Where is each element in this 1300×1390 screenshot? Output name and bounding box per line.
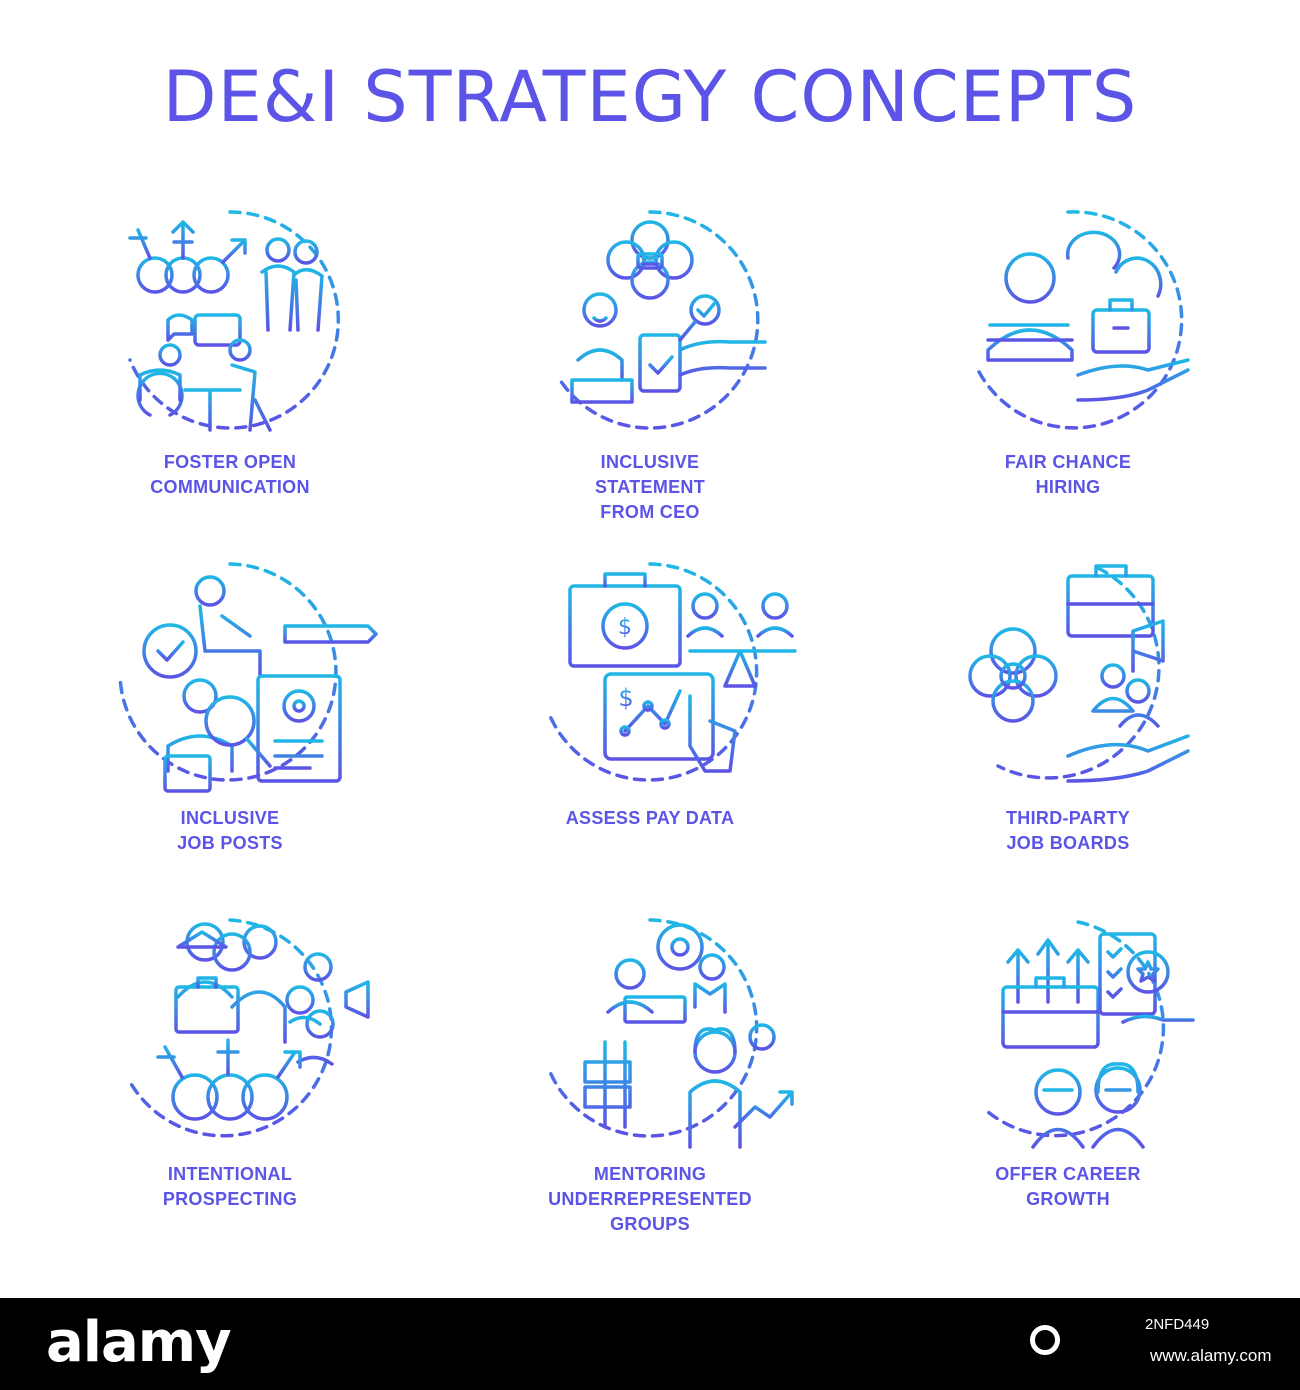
concept-label: FOSTER OPEN COMMUNICATION — [80, 450, 380, 500]
concept-label-line: JOB BOARDS — [1006, 833, 1130, 853]
concept-label: MENTORING UNDERREPRESENTED GROUPS — [500, 1162, 800, 1237]
concept-tile-assess-pay-data: $ $ ASSESS PAY DATA — [500, 556, 800, 916]
site-url: www.alamy.com — [1150, 1346, 1272, 1365]
fair-chance-hiring-icon — [976, 210, 1190, 430]
career-growth-icon — [986, 920, 1195, 1149]
concept-tile-offer-career-growth: OFFER CAREER GROWTH — [918, 912, 1218, 1272]
concept-label-line: STATEMENT — [594, 477, 706, 497]
concept-label-line: COMMUNICATION — [150, 477, 310, 497]
concept-label: OFFER CAREER GROWTH — [918, 1162, 1218, 1212]
concept-label: INCLUSIVE STATEMENT FROM CEO — [500, 450, 800, 525]
svg-text:$: $ — [618, 615, 632, 640]
concept-label-line: UNDERREPRESENTED — [548, 1189, 752, 1209]
concept-label-line: GROWTH — [1026, 1189, 1110, 1209]
image-id: 2NFD449 — [1145, 1316, 1210, 1333]
brand-logo-mark — [1030, 1325, 1060, 1355]
concept-label: THIRD-PARTY JOB BOARDS — [918, 806, 1218, 856]
pay-data-icon: $ $ — [548, 562, 797, 782]
concept-label-line: MENTORING — [593, 1164, 707, 1184]
concept-label-line: INCLUSIVE — [180, 808, 280, 828]
concept-label-line: OFFER CAREER — [995, 1164, 1141, 1184]
concept-label: INCLUSIVE JOB POSTS — [80, 806, 380, 856]
concept-label: FAIR CHANCE HIRING — [918, 450, 1218, 500]
job-boards-icon — [968, 564, 1190, 783]
concept-tile-foster-open-communication: FOSTER OPEN COMMUNICATION — [80, 200, 380, 560]
ceo-statement-icon — [558, 210, 767, 430]
concept-label: ASSESS PAY DATA — [500, 806, 800, 831]
page-title: DE&I STRATEGY CONCEPTS — [162, 56, 1138, 138]
concept-label-line: FAIR CHANCE — [1004, 452, 1132, 472]
concept-label-line: ASSESS PAY DATA — [565, 808, 735, 828]
concept-label-line: THIRD-PARTY — [1006, 808, 1130, 828]
concept-label-line: PROSPECTING — [162, 1189, 298, 1209]
concept-label-line: INTENTIONAL — [167, 1164, 293, 1184]
diversity-communication-icon — [128, 210, 341, 432]
concept-label-line: GROUPS — [610, 1214, 690, 1234]
concept-label-line: FOSTER OPEN — [163, 452, 297, 472]
mentoring-icon — [548, 918, 794, 1149]
concept-tile-intentional-prospecting: INTENTIONAL PROSPECTING — [80, 912, 380, 1272]
footer-bar: alamy 2NFD449 www.alamy.com — [0, 1298, 1300, 1390]
prospecting-icon — [128, 918, 370, 1138]
brand-logo: alamy — [46, 1310, 232, 1375]
concept-label-line: JOB POSTS — [177, 833, 283, 853]
concept-label-line: INCLUSIVE — [600, 452, 700, 472]
concept-tile-inclusive-statement: INCLUSIVE STATEMENT FROM CEO — [500, 200, 800, 560]
concept-label: INTENTIONAL PROSPECTING — [80, 1162, 380, 1212]
svg-text:$: $ — [618, 684, 633, 712]
concept-label-line: HIRING — [1035, 477, 1101, 497]
concept-label-line: FROM CEO — [600, 502, 700, 522]
concept-tile-third-party-job-boards: THIRD-PARTY JOB BOARDS — [918, 556, 1218, 916]
concept-tile-inclusive-job-posts: INCLUSIVE JOB POSTS — [80, 556, 380, 916]
concept-tile-mentoring-groups: MENTORING UNDERREPRESENTED GROUPS — [500, 912, 800, 1272]
concept-tile-fair-chance-hiring: FAIR CHANCE HIRING — [918, 200, 1218, 560]
job-posts-icon — [118, 562, 378, 793]
